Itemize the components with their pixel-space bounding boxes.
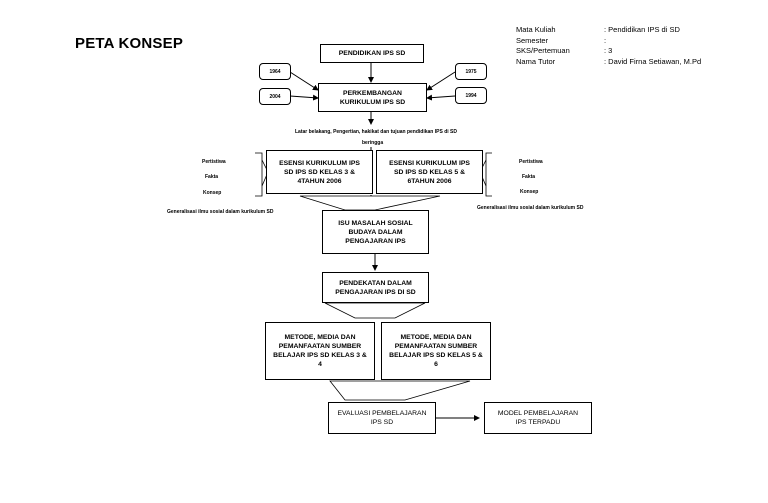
info-value: : 3 bbox=[604, 46, 613, 55]
year-oval: 2004 bbox=[259, 88, 291, 105]
side-label-left: Fakta bbox=[205, 174, 219, 180]
beringga-label: beringga bbox=[362, 140, 384, 146]
info-row: SKS/Pertemuan : 3 bbox=[516, 46, 701, 57]
node-pendidikan-ips-sd: PENDIDIKAN IPS SD bbox=[320, 44, 424, 63]
node-metode-kelas-3-4: METODE, MEDIA DAN PEMANFAATAN SUMBER BEL… bbox=[265, 322, 375, 380]
node-metode-kelas-5-6: METODE, MEDIA DAN PEMANFAATAN SUMBER BEL… bbox=[381, 322, 491, 380]
page-title: PETA KONSEP bbox=[75, 35, 184, 52]
side-label-right: Pertistiwa bbox=[519, 159, 543, 165]
info-label: Nama Tutor bbox=[516, 56, 556, 66]
info-value: : bbox=[604, 35, 607, 45]
node-model-pembelajaran: MODEL PEMBELAJARAN IPS TERPADU bbox=[484, 402, 592, 434]
info-row: Nama Tutor : David Firna Setiawan, M.Pd bbox=[516, 57, 701, 68]
info-label: Semester bbox=[516, 35, 549, 45]
node-evaluasi: EVALUASI PEMBELAJARAN IPS SD bbox=[328, 402, 436, 434]
node-perkembangan-kurikulum: PERKEMBANGAN KURIKULUM IPS SD bbox=[318, 83, 427, 112]
generalisasi-left: Generalisasi ilmu sosial dalam kurikulum… bbox=[167, 209, 274, 215]
year-oval: 1994 bbox=[455, 87, 487, 104]
node-isu-masalah-sosial: ISU MASALAH SOSIAL BUDAYA DALAM PENGAJAR… bbox=[322, 210, 429, 254]
course-info: Mata Kuliah : Pendidikan IPS di SD Semes… bbox=[516, 25, 701, 67]
side-label-left: Pertistiwa bbox=[202, 159, 226, 165]
info-value: : David Firna Setiawan, M.Pd bbox=[604, 56, 702, 66]
info-label: Mata Kuliah bbox=[516, 25, 556, 34]
info-value: : Pendidikan IPS di SD bbox=[604, 25, 680, 34]
info-row: Semester : bbox=[516, 36, 701, 47]
info-row: Mata Kuliah : Pendidikan IPS di SD bbox=[516, 25, 701, 36]
latar-belakang-label: Latar belakang, Pengertian, hakikat dan … bbox=[295, 129, 457, 135]
side-label-left: Konsep bbox=[203, 190, 222, 196]
year-oval: 1975 bbox=[455, 63, 487, 80]
generalisasi-right: Generalisasi ilmu sosial dalam kurikulum… bbox=[477, 205, 584, 211]
side-label-right: Fakta bbox=[522, 174, 536, 180]
side-label-right: Konsep bbox=[520, 189, 539, 195]
year-oval: 1964 bbox=[259, 63, 291, 80]
node-esensi-kelas-5-6: ESENSI KURIKULUM IPS SD IPS SD KELAS 5 &… bbox=[376, 150, 483, 194]
node-pendekatan: PENDEKATAN DALAM PENGAJARAN IPS DI SD bbox=[322, 272, 429, 303]
info-label: SKS/Pertemuan bbox=[516, 46, 570, 55]
node-esensi-kelas-3-4: ESENSI KURIKULUM IPS SD IPS SD KELAS 3 &… bbox=[266, 150, 373, 194]
